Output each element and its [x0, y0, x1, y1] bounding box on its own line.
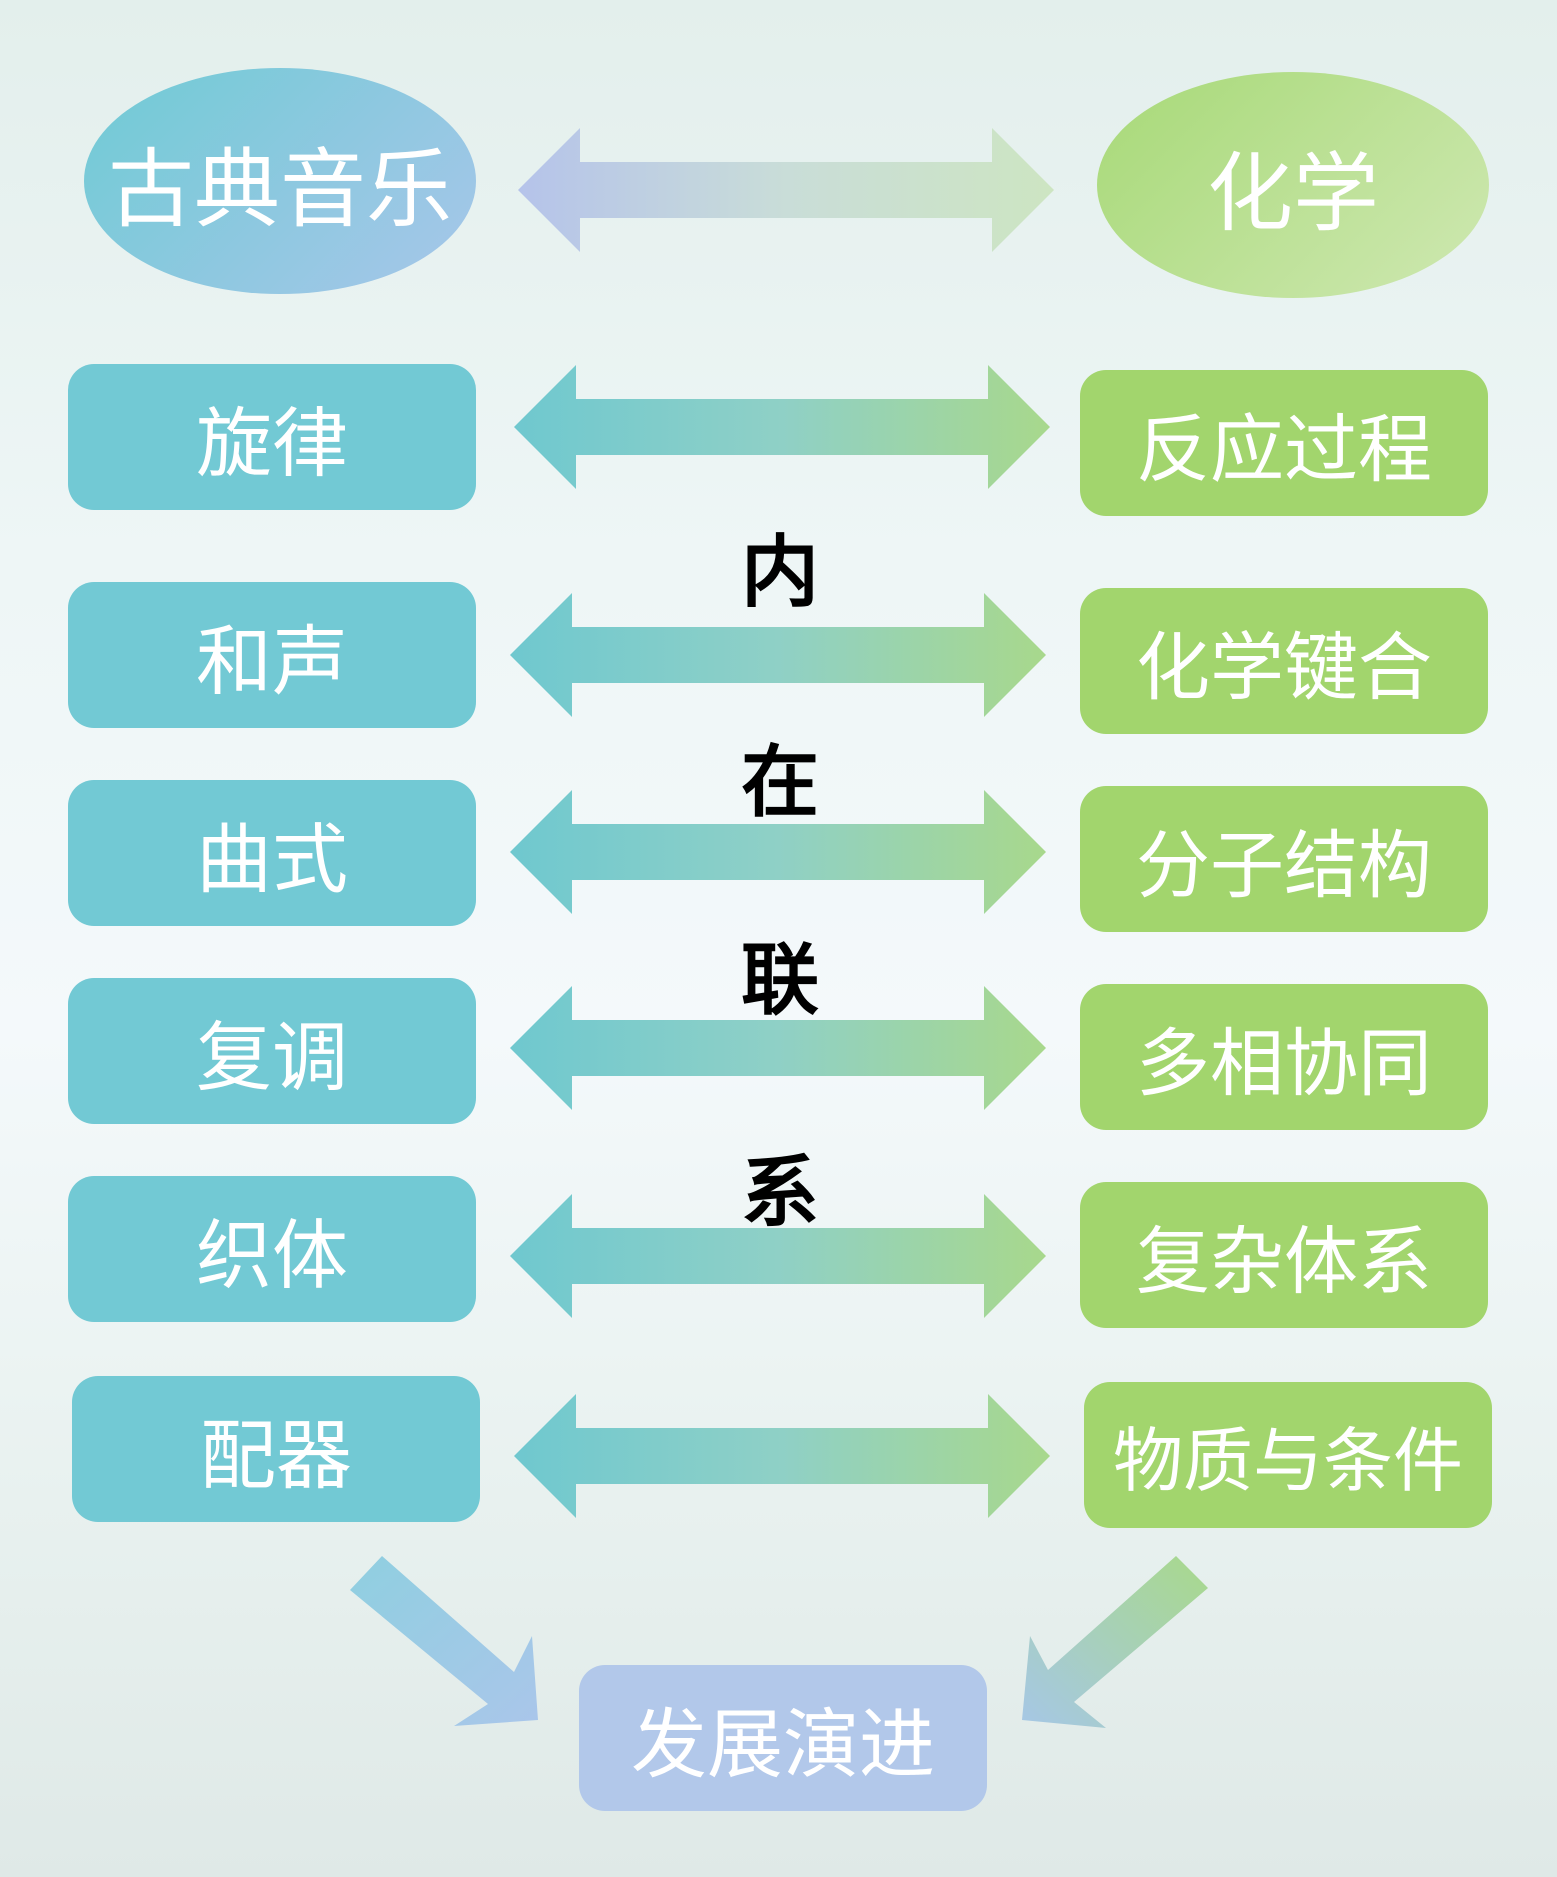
music-box-texture: 织体: [68, 1176, 476, 1322]
chem-box-chemical-bonding: 化学键合: [1080, 588, 1488, 734]
music-box-label: 和声: [196, 617, 348, 706]
chem-box-multiphase-synergy: 多相协同: [1080, 984, 1488, 1130]
music-box-melody: 旋律: [68, 364, 476, 510]
music-box-label: 织体: [196, 1211, 348, 1300]
chem-box-label: 分子结构: [1136, 822, 1432, 909]
chem-box-label: 化学键合: [1136, 624, 1432, 711]
double-arrow-row-3: [510, 790, 1046, 914]
diagonal-arrow-right: [1022, 1556, 1208, 1728]
chem-box-label: 多相协同: [1136, 1020, 1432, 1107]
music-box-polyphony: 复调: [68, 978, 476, 1124]
classical-music-ellipse: 古典音乐: [84, 68, 476, 294]
double-arrow-row-4: [510, 986, 1046, 1110]
double-arrow-row-5: [510, 1194, 1046, 1318]
music-box-harmony: 和声: [68, 582, 476, 728]
chem-box-reaction-process: 反应过程: [1080, 370, 1488, 516]
double-arrow-header: [518, 128, 1054, 252]
chem-box-label: 物质与条件: [1113, 1419, 1463, 1502]
music-box-form: 曲式: [68, 780, 476, 926]
connector-char-1: 内: [740, 528, 819, 618]
connector-char-4: 系: [740, 1148, 819, 1238]
chemistry-ellipse: 化学: [1097, 72, 1489, 298]
development-evolution-box: 发展演进: [579, 1665, 987, 1811]
double-arrow-row-6: [514, 1394, 1050, 1518]
music-box-label: 曲式: [196, 815, 348, 904]
chem-box-label: 复杂体系: [1136, 1218, 1432, 1305]
music-box-label: 配器: [200, 1411, 352, 1500]
connector-char-2: 在: [740, 738, 819, 828]
music-box-label: 复调: [196, 1013, 348, 1102]
chemistry-label: 化学: [1207, 143, 1379, 244]
chem-box-molecular-structure: 分子结构: [1080, 786, 1488, 932]
music-box-orchestration: 配器: [72, 1376, 480, 1522]
chem-box-complex-system: 复杂体系: [1080, 1182, 1488, 1328]
chem-box-label: 反应过程: [1136, 406, 1432, 493]
diagonal-arrow-left: [350, 1556, 538, 1726]
classical-music-label: 古典音乐: [108, 139, 452, 240]
double-arrow-row-2: [510, 593, 1046, 717]
music-box-label: 旋律: [196, 399, 348, 488]
connector-char-3: 联: [740, 936, 819, 1026]
development-evolution-label: 发展演进: [631, 1700, 935, 1789]
chem-box-matter-conditions: 物质与条件: [1084, 1382, 1492, 1528]
double-arrow-row-1: [514, 365, 1050, 489]
